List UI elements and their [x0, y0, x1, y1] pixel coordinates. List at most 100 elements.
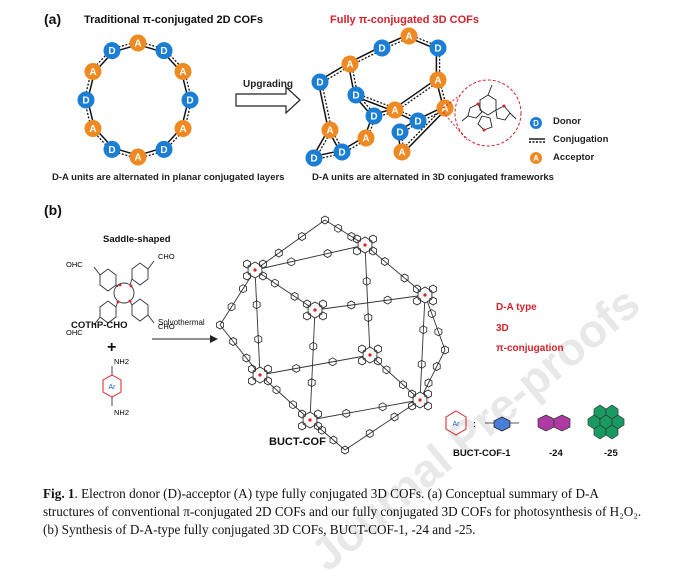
ring-donor-node	[181, 91, 199, 109]
frame-donor-node	[333, 143, 351, 161]
panel-b-label: (b)	[44, 202, 62, 218]
legend-conjugation-label: Conjugation	[553, 134, 609, 145]
upgrading-label: Upgrading	[243, 79, 293, 90]
ring-donor-node	[155, 140, 173, 158]
reaction-arrow	[152, 335, 218, 343]
property-3d: 3D	[496, 323, 509, 334]
caption-line-2: structures of conventional π-conjugated …	[43, 504, 642, 519]
legend-acceptor-label: Acceptor	[553, 152, 595, 163]
frame-node-label: D	[338, 148, 345, 159]
framework-structure	[216, 215, 449, 455]
ring-acceptor-node	[129, 148, 147, 166]
frame-acceptor-node	[436, 99, 454, 117]
frame-donor-node	[347, 86, 365, 104]
monomer-name: COThP-CHO	[71, 320, 128, 331]
frame-acceptor-node	[393, 143, 411, 161]
frame-node-label: A	[434, 76, 441, 87]
svg-text::: :	[473, 419, 476, 429]
monomer-structure: CHO OHC CHO OHC	[66, 252, 175, 337]
frame-acceptor-node	[386, 101, 404, 119]
cho-bottom: CHO	[158, 322, 175, 331]
ring-node-label: D	[160, 46, 167, 57]
variant-25-structure	[587, 404, 625, 440]
legend-donor-label: Donor	[553, 116, 581, 127]
legend-acceptor-icon	[530, 152, 542, 164]
saddle-label: Saddle-shaped	[103, 234, 171, 245]
cho-top: CHO	[158, 252, 175, 261]
amine-structure: NH2 Ar NH2	[102, 357, 129, 417]
ring-node-label: A	[134, 153, 141, 164]
ring-node-label: A	[89, 67, 96, 78]
ring-node-label: A	[179, 67, 186, 78]
caption-line-1: Fig. 1. Electron donor (D)-acceptor (A) …	[43, 486, 599, 501]
frame-donor-node	[311, 73, 329, 91]
frame-donor-node	[391, 123, 409, 141]
solvothermal-label: Solvothermal	[158, 318, 205, 327]
ring-acceptor-node	[84, 63, 102, 80]
ring-node-label: D	[186, 96, 193, 107]
zoom-molecule	[442, 79, 522, 147]
frame-node-label: D	[378, 44, 385, 55]
ring-acceptor-node	[174, 120, 192, 137]
frame-donor-node	[305, 149, 323, 167]
frame-node-label: A	[405, 32, 412, 43]
ring-donor-node	[77, 91, 95, 109]
svg-text:A: A	[533, 154, 539, 163]
ring-donor-node	[155, 42, 173, 60]
property-conjugation: π-conjugation	[496, 343, 564, 354]
variant-label-25: -25	[604, 448, 618, 459]
frame-node-label: D	[434, 44, 441, 55]
frame-node-label: A	[441, 104, 448, 115]
frame-node-label: A	[391, 106, 398, 117]
frame-acceptor-node	[357, 129, 375, 147]
ring-donor-node	[103, 42, 121, 60]
framework-name: BUCT-COF	[269, 436, 326, 448]
panel-a-left-caption: D-A units are alternated in planar conju…	[52, 172, 285, 183]
ring-acceptor-node	[174, 63, 192, 80]
ring-node-label: A	[89, 124, 96, 135]
legend-donor-icon	[530, 117, 542, 129]
frame-acceptor-node	[400, 27, 418, 45]
nh2-top: NH2	[114, 357, 129, 366]
ring-node-label: D	[108, 145, 115, 156]
ring-node-label: A	[134, 39, 141, 50]
frame-donor-node	[365, 107, 383, 125]
ring-node-label: D	[160, 145, 167, 156]
figure-caption: Fig. 1. Electron donor (D)-acceptor (A) …	[43, 485, 641, 539]
upgrading-arrow	[235, 85, 301, 115]
ar-label: Ar	[109, 384, 117, 391]
ring-node-label: D	[108, 46, 115, 57]
variants: Ar :	[445, 404, 625, 440]
frame-acceptor-node	[341, 55, 359, 73]
variant-1-structure	[485, 416, 519, 432]
svg-text:Ar: Ar	[453, 421, 461, 428]
frame-donor-node	[409, 112, 427, 130]
frame-node-label: D	[352, 91, 359, 102]
frame-node-label: A	[346, 60, 353, 71]
legend: D A	[529, 117, 545, 164]
caption-line-3: (b) Synthesis of D-A-type fully conjugat…	[43, 522, 476, 537]
frame-acceptor-node	[321, 121, 339, 139]
variant-label-24: -24	[549, 448, 563, 459]
ring-acceptor-node	[84, 120, 102, 137]
frame-node-label: D	[310, 154, 317, 165]
frame-node-label: D	[414, 117, 421, 128]
variant-24-structure	[537, 414, 571, 432]
property-da: D-A type	[496, 302, 537, 313]
ohc-top: OHC	[66, 260, 83, 269]
panel-a-label: (a)	[44, 11, 62, 27]
nh2-bottom: NH2	[114, 408, 129, 417]
panel-a-left-title: Traditional π-conjugated 2D COFs	[84, 14, 263, 26]
frame-donor-node	[429, 39, 447, 57]
frame-donor-node	[373, 39, 391, 57]
panel-a-right-title: Fully π-conjugated 3D COFs	[330, 14, 479, 26]
frame-node-label: A	[398, 148, 405, 159]
frame-node-label: D	[396, 128, 403, 139]
ring-node-label: D	[82, 96, 89, 107]
frame-node-label: A	[362, 134, 369, 145]
svg-text:D: D	[533, 119, 539, 128]
variant-label-1: BUCT-COF-1	[453, 448, 511, 459]
